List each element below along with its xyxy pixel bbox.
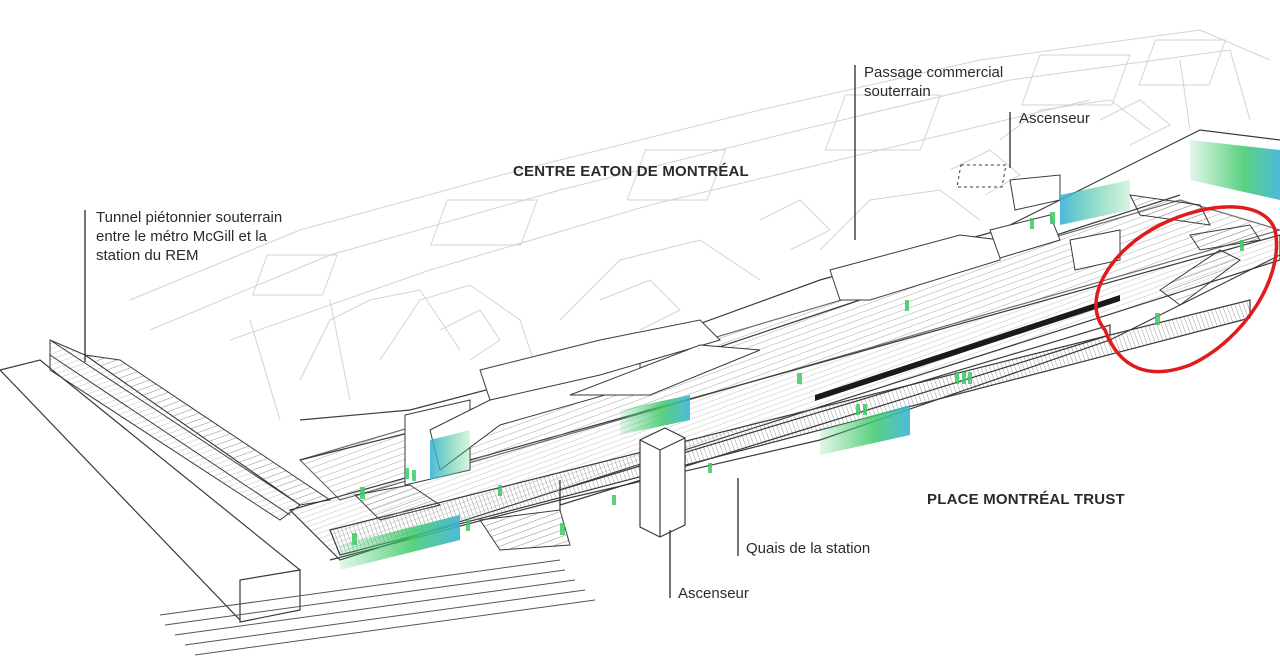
zone-label-centre-eaton: CENTRE EATON DE MONTRÉAL	[513, 163, 749, 180]
zone-label-place-montreal-trust: PLACE MONTRÉAL TRUST	[927, 491, 1125, 508]
callout-tunnel-line-3: station du REM	[96, 247, 199, 264]
elevator-top-box	[956, 164, 1007, 188]
callout-tunnel-line-2: entre le métro McGill et la	[96, 228, 268, 245]
callout-passage-line-2: souterrain	[864, 83, 931, 100]
stairs	[353, 194, 1261, 551]
callout-tunnel-line-1: Tunnel piétonnier souterrain	[96, 209, 282, 226]
callout-ascenseur-top: Ascenseur	[1019, 110, 1090, 127]
rail-tracks	[159, 559, 596, 656]
station-volume	[288, 129, 1280, 561]
people-figures	[352, 212, 1244, 545]
context-buildings	[129, 29, 1271, 421]
callout-passage-line-1: Passage commercial	[864, 64, 1003, 81]
elevator-shaft	[639, 427, 686, 538]
callout-ascenseur-bottom: Ascenseur	[678, 585, 749, 602]
pedestrian-tunnel	[49, 339, 332, 521]
glass-walls	[340, 140, 1280, 570]
callout-quais: Quais de la station	[746, 540, 870, 557]
red-highlight-circle	[1094, 205, 1279, 374]
leader-lines	[84, 65, 1011, 598]
